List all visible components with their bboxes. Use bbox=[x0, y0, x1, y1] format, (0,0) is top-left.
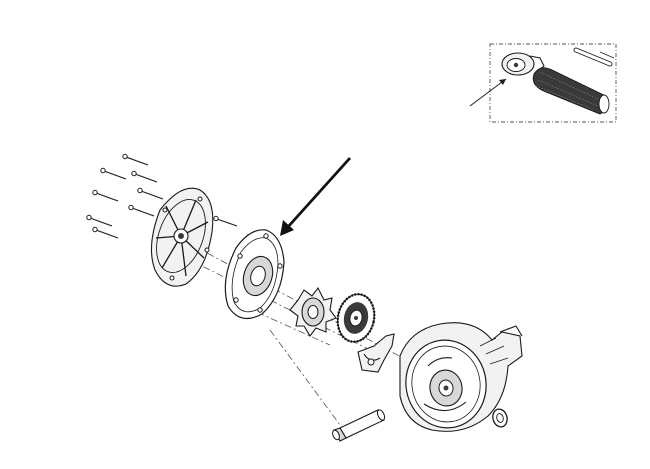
inset-brush-roll bbox=[532, 67, 610, 115]
inset-housing bbox=[501, 52, 545, 76]
drive-gear bbox=[336, 293, 376, 343]
screw bbox=[131, 170, 158, 183]
screw bbox=[100, 167, 127, 180]
motor-housing bbox=[399, 322, 523, 432]
outer-cover-plate bbox=[150, 187, 214, 287]
screw bbox=[128, 204, 155, 217]
shaft-pin bbox=[332, 409, 386, 442]
screw bbox=[137, 187, 164, 200]
inset-detail-view bbox=[469, 43, 617, 123]
drive-sprocket bbox=[289, 286, 337, 337]
screw bbox=[122, 153, 149, 166]
screw bbox=[92, 189, 119, 202]
screw bbox=[86, 214, 113, 227]
inset-pointer-arrow bbox=[469, 78, 507, 107]
inset-axle-rod bbox=[573, 47, 615, 67]
screw-set bbox=[86, 153, 238, 239]
highlight-arrow bbox=[280, 157, 352, 236]
screw bbox=[213, 215, 238, 227]
small-bracket bbox=[357, 333, 395, 373]
screw bbox=[92, 226, 119, 239]
gasket-plate bbox=[224, 229, 285, 320]
washer-ring bbox=[492, 408, 508, 428]
